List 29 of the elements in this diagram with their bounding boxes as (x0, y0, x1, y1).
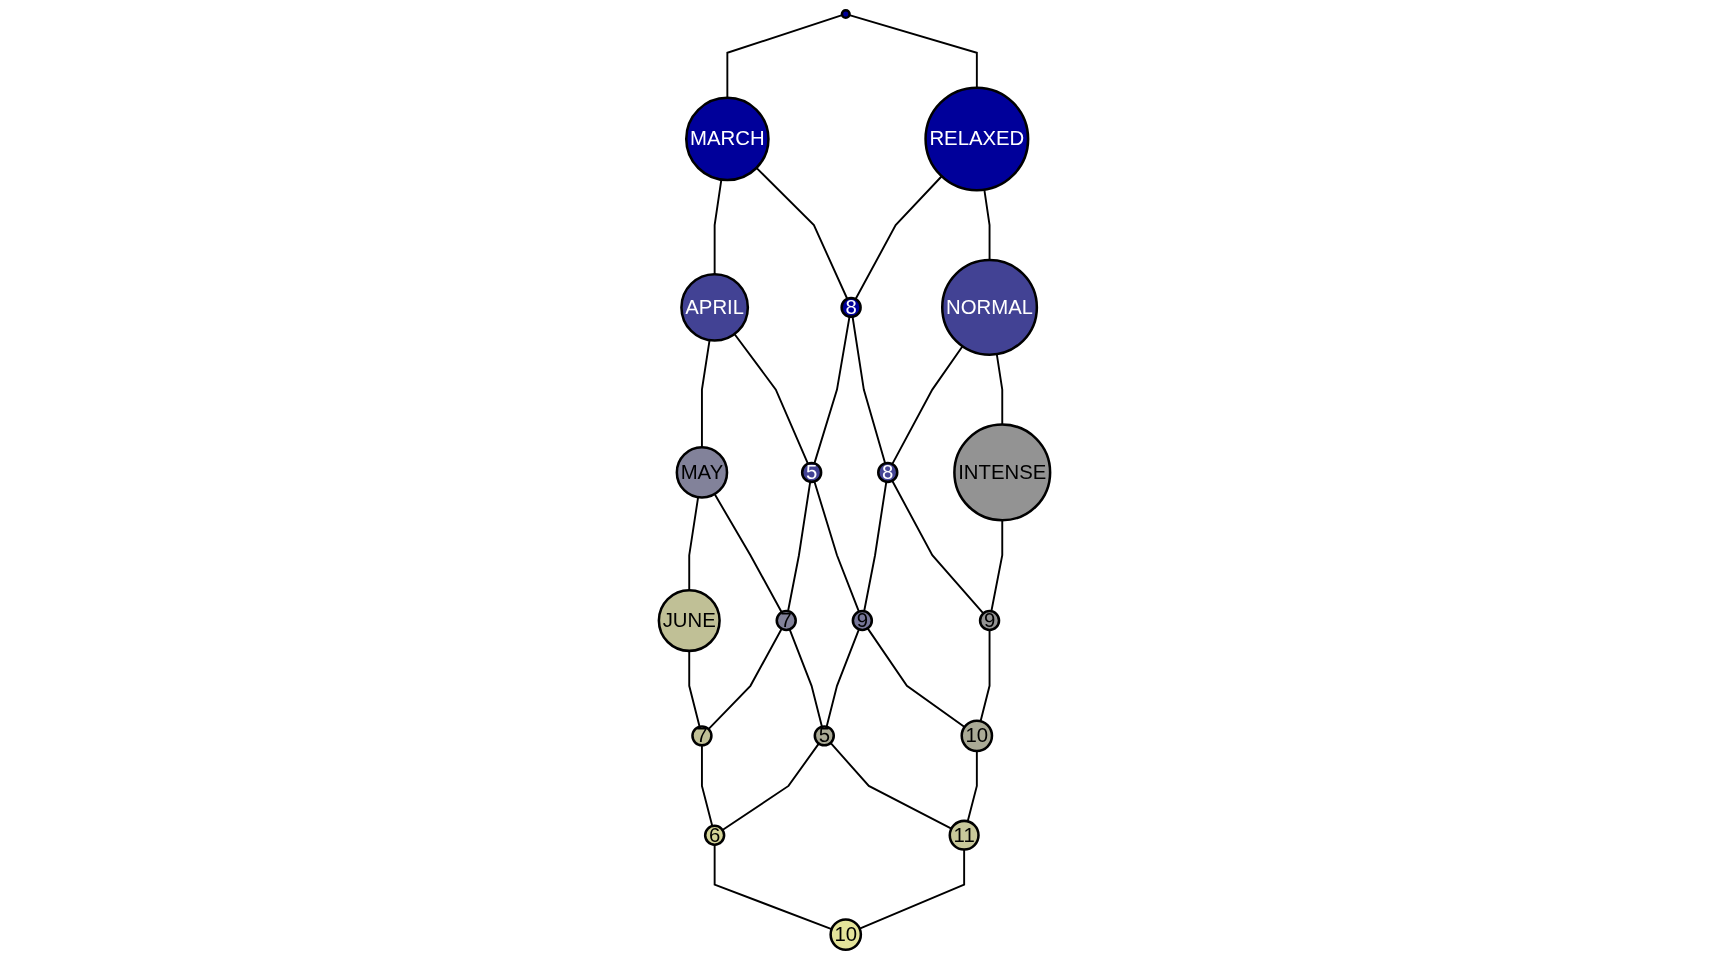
connector (701, 744, 714, 827)
node-circle (840, 8, 851, 20)
connector (721, 742, 820, 831)
node-circle: RELAXED (924, 86, 1030, 192)
node-circle: 6 (703, 824, 726, 846)
connector (755, 166, 849, 300)
node-circle: 11 (948, 819, 980, 851)
node-circle: 8 (877, 461, 899, 484)
node-circle: 5 (800, 461, 823, 484)
node-circle: APRIL (680, 272, 750, 342)
node-circle: 7 (691, 725, 713, 747)
node-circle: MAY (675, 446, 729, 499)
node-circle: 8 (840, 296, 862, 319)
connector (825, 628, 860, 728)
node-circle: MARCH (685, 96, 770, 182)
connector (854, 175, 943, 300)
node-circle: 7 (775, 609, 797, 632)
connector (829, 742, 953, 830)
connector (866, 627, 966, 729)
node-circle: INTENSE (953, 423, 1052, 522)
node-circle: 9 (978, 609, 1001, 632)
node-circle: 5 (813, 725, 835, 747)
node-circle: 9 (851, 609, 874, 632)
node-circle: JUNE (657, 588, 721, 653)
node-circle: 10 (829, 918, 863, 951)
node-circle: 10 (960, 719, 994, 753)
connector (733, 333, 809, 465)
node-circle: NORMAL (941, 258, 1039, 356)
connector (813, 480, 860, 613)
